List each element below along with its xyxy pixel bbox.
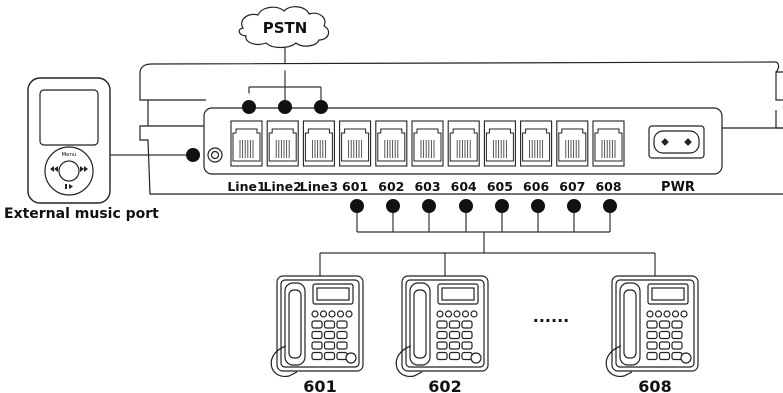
player-control-icons <box>50 166 88 189</box>
connection-dots <box>186 100 617 213</box>
port-label: Line1 <box>227 179 265 194</box>
extension-connection-dot <box>422 199 436 213</box>
music-port-jack <box>207 147 223 163</box>
line-connection-dot <box>314 100 328 114</box>
port-label: Line3 <box>300 179 338 194</box>
rj-port <box>447 120 480 167</box>
port-label: 603 <box>414 179 440 194</box>
phone-extension-label: 608 <box>638 377 671 393</box>
line-connection-dot <box>242 100 256 114</box>
pwr-label: PWR <box>661 180 695 195</box>
extension-connection-dot <box>386 199 400 213</box>
telephone <box>395 275 489 377</box>
port-label: 606 <box>523 179 549 194</box>
phone-extension-label: 601 <box>303 377 336 393</box>
phone-extension-label: 602 <box>428 377 461 393</box>
rj-port <box>520 120 553 167</box>
extension-connection-dot <box>459 199 473 213</box>
pstn-label: PSTN <box>263 19 308 37</box>
extension-connection-lines <box>319 206 656 276</box>
music-player: Menu <box>27 77 111 204</box>
telephones: 601 602 608 <box>270 275 699 393</box>
telephone <box>270 275 364 377</box>
telephone <box>605 275 699 377</box>
rj-port <box>411 120 444 167</box>
port-label: 608 <box>595 179 621 194</box>
rj-port <box>375 120 408 167</box>
rj-ports <box>230 120 625 167</box>
rj-port <box>339 120 372 167</box>
extension-connection-dot <box>531 199 545 213</box>
extension-connection-dot <box>603 199 617 213</box>
rj-port <box>302 120 335 167</box>
rj-port <box>266 120 299 167</box>
port-label: 605 <box>487 179 513 194</box>
rj-port <box>592 120 625 167</box>
extension-connection-dot <box>350 199 364 213</box>
extension-connection-dot <box>495 199 509 213</box>
music-port-label: External music port <box>4 206 159 222</box>
rj-port <box>483 120 516 167</box>
pstn-cloud: PSTN <box>238 6 330 49</box>
more-phones-ellipsis: ······ <box>533 311 569 330</box>
port-label: Line2 <box>264 179 302 194</box>
rj-port <box>556 120 589 167</box>
extension-connection-dot <box>567 199 581 213</box>
rj-port <box>230 120 263 167</box>
port-label: 604 <box>451 179 477 194</box>
line-connection-dot <box>278 100 292 114</box>
menu-text: Menu <box>61 152 76 158</box>
port-label: 607 <box>559 179 585 194</box>
music-connection-dot <box>186 148 200 162</box>
power-socket <box>648 125 705 159</box>
port-label: 601 <box>342 179 368 194</box>
port-label: 602 <box>378 179 404 194</box>
